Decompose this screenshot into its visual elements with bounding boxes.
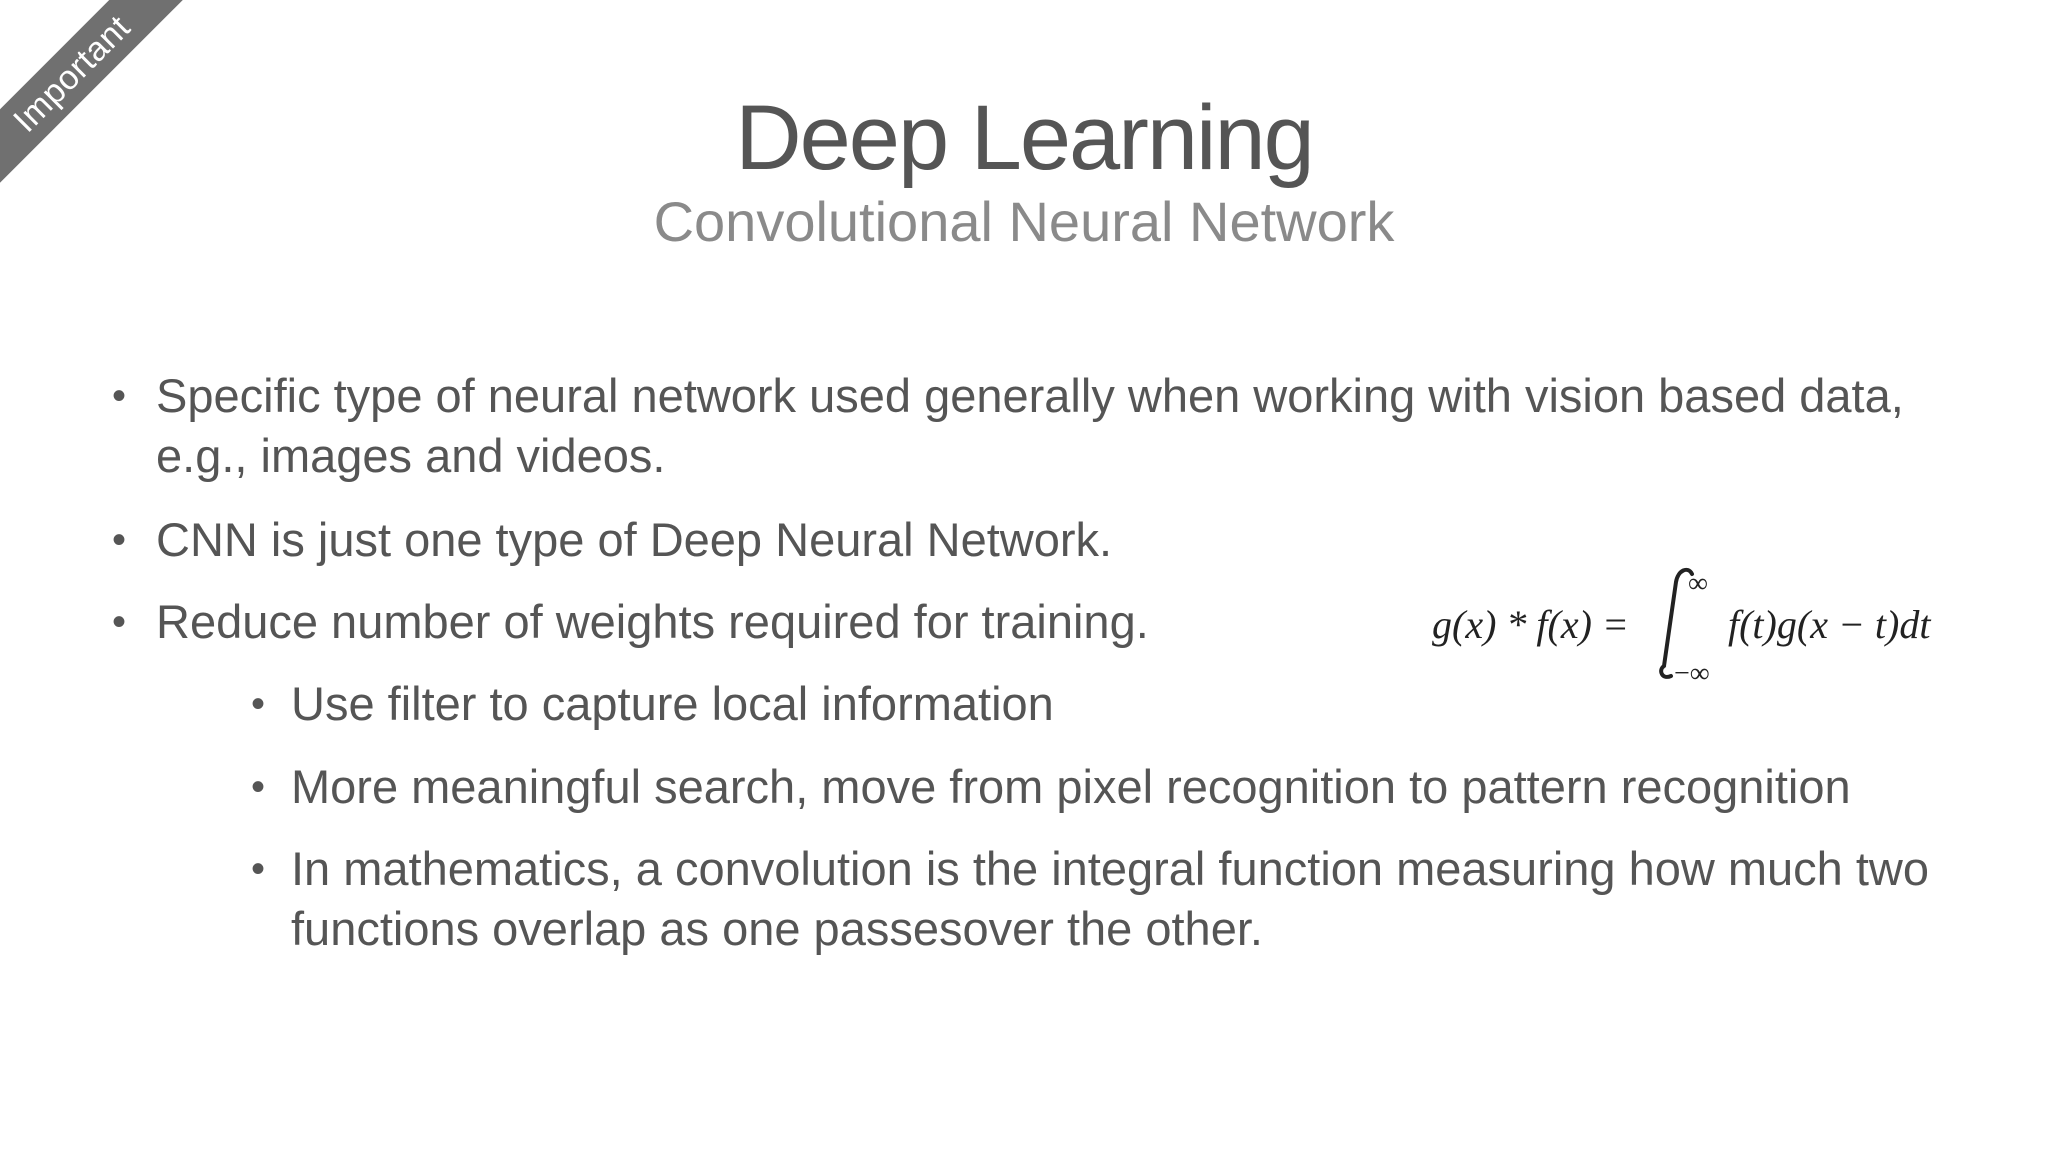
sub-list-item: • Use filter to capture local informatio… [251,674,1891,734]
bullet-icon: • [112,374,127,418]
bullet-text: Specific type of neural network used gen… [156,369,1904,482]
bullet-icon: • [251,765,266,809]
bullet-icon: • [112,600,127,644]
sub-list-item: • In mathematics, a convolution is the i… [251,839,1991,959]
bullet-text: Use filter to capture local information [291,677,1054,730]
formula-svg: g(x) * f(x) = ∞ −∞ f(t)g(x − t)dt [1432,567,1931,689]
bullet-icon: • [251,682,266,726]
list-item: • Specific type of neural network used g… [112,366,1916,486]
slide-subtitle: Convolutional Neural Network [653,190,1395,253]
bullet-text: Reduce number of weights required for tr… [156,595,1149,648]
slide-title: Deep Learning [735,87,1315,189]
list-item: • Reduce number of weights required for … [112,592,1356,652]
bullet-text: More meaningful search, move from pixel … [291,760,1851,813]
bullet-icon: • [112,518,127,562]
bullet-text: In mathematics, a convolution is the int… [291,842,1930,955]
convolution-formula: g(x) * f(x) = ∞ −∞ f(t)g(x − t)dt [1426,560,1986,690]
bullet-text: CNN is just one type of Deep Neural Netw… [156,513,1113,566]
bullet-icon: • [251,847,266,891]
formula-upper-limit: ∞ [1688,568,1708,599]
formula-integrand: f(t)g(x − t)dt [1728,602,1931,647]
sub-list-item: • More meaningful search, move from pixe… [251,757,1991,817]
formula-lhs: g(x) * f(x) = [1432,602,1629,647]
formula-lower-limit: −∞ [1674,658,1710,689]
list-item: • CNN is just one type of Deep Neural Ne… [112,510,1356,570]
integral-sign-icon [1659,567,1694,679]
